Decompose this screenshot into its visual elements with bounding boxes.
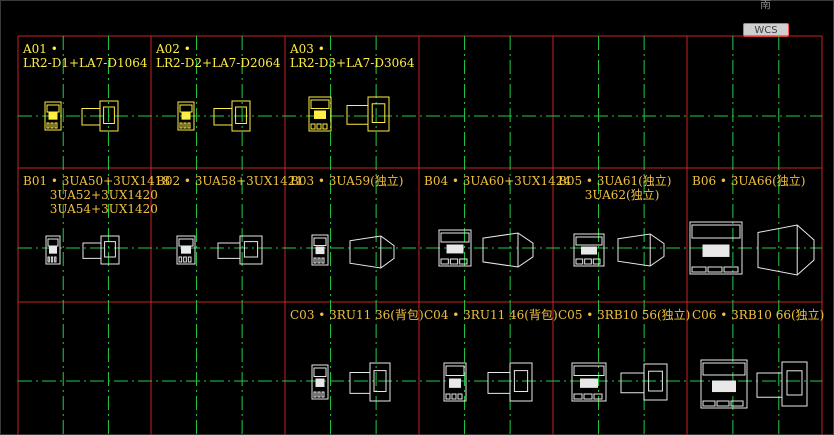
symbol-b02-front xyxy=(176,235,196,265)
cell-label-b06: B06 • 3UA66(独立) xyxy=(692,174,805,188)
symbol-a03-side xyxy=(346,96,390,132)
symbol-a02-front xyxy=(177,101,195,131)
cell-label-line: C04 • 3RU11 46(背包) xyxy=(424,308,558,322)
cell-label-line: B04 • 3UA60+3UX1424 xyxy=(424,174,571,188)
cell-label-c04: C04 • 3RU11 46(背包) xyxy=(424,308,558,322)
cell-label-line: A02 • xyxy=(156,42,191,56)
cell-label-b03: B03 • 3UA59(独立) xyxy=(290,174,403,188)
cell-label-b05: B05 • 3UA61(独立) 3UA62(独立) xyxy=(558,174,671,202)
compass-label: 南 xyxy=(760,0,771,11)
symbol-c05-front xyxy=(571,362,607,402)
cell-label-line: C05 • 3RB10 56(独立) xyxy=(558,308,691,322)
symbol-b05-side xyxy=(617,233,665,267)
symbol-a03-front xyxy=(308,96,332,132)
cell-label-line: B02 • 3UA58+3UX1421 xyxy=(156,174,303,188)
symbol-b03-side xyxy=(349,235,395,269)
cell-label-c03: C03 • 3RU11 36(背包) xyxy=(290,308,424,322)
cell-label-line: A01 • xyxy=(23,42,58,56)
cell-label-line: LR2-D2+LA7-D2064 xyxy=(156,56,281,70)
cell-label-a02: A02 •LR2-D2+LA7-D2064 xyxy=(156,42,281,70)
cell-label-line: LR2-D1+LA7-D1064 xyxy=(23,56,148,70)
symbol-b04-side xyxy=(482,232,534,268)
cell-label-line: B01 • 3UA50+3UX1418 xyxy=(23,174,170,188)
cell-label-b01: B01 • 3UA50+3UX1418 3UA52+3UX1420 3UA54+… xyxy=(23,174,170,216)
cell-label-line: 3UA62(独立) xyxy=(558,188,660,202)
cell-label-a01: A01 •LR2-D1+LA7-D1064 xyxy=(23,42,148,70)
symbol-c03-front xyxy=(311,364,329,400)
cell-label-line: B06 • 3UA66(独立) xyxy=(692,174,806,188)
symbol-b03-front xyxy=(311,234,329,266)
symbol-c06-side xyxy=(756,361,808,407)
symbol-a01-side xyxy=(81,100,119,132)
symbol-c05-side xyxy=(620,363,668,401)
cell-label-b02: B02 • 3UA58+3UX1421 xyxy=(156,174,303,188)
symbol-c04-side xyxy=(487,362,533,402)
symbol-b01-side xyxy=(82,235,120,265)
symbol-c06-front xyxy=(700,359,748,409)
cell-label-a03: A03 •LR2-D3+LA7-D3064 xyxy=(290,42,415,70)
symbol-b06-side xyxy=(757,224,815,276)
cell-label-b04: B04 • 3UA60+3UX1424 xyxy=(424,174,571,188)
cell-label-line: C06 • 3RB10 66(独立) xyxy=(692,308,825,322)
symbol-c04-front xyxy=(443,362,467,402)
cell-label-line: B03 • 3UA59(独立) xyxy=(290,174,404,188)
symbol-b01-front xyxy=(45,235,61,265)
symbol-b04-front xyxy=(438,229,472,267)
symbol-b06-front xyxy=(689,221,743,275)
cell-label-c05: C05 • 3RB10 56(独立) xyxy=(558,308,690,322)
symbol-a01-front xyxy=(44,101,62,131)
symbol-a02-side xyxy=(213,100,251,132)
table-grid xyxy=(17,35,823,435)
symbol-c03-side xyxy=(349,362,391,402)
symbol-b02-side xyxy=(217,235,263,265)
cell-label-line: LR2-D3+LA7-D3064 xyxy=(290,56,415,70)
cell-label-line: 3UA52+3UX1420 xyxy=(23,188,158,202)
symbol-b05-front xyxy=(573,233,605,267)
cell-label-line: A03 • xyxy=(290,42,325,56)
cell-label-line: 3UA54+3UX1420 xyxy=(23,202,158,216)
cell-label-line: C03 • 3RU11 36(背包) xyxy=(290,308,424,322)
cell-label-line: B05 • 3UA61(独立) xyxy=(558,174,672,188)
cell-label-c06: C06 • 3RB10 66(独立) xyxy=(692,308,824,322)
component-symbols xyxy=(44,96,815,409)
